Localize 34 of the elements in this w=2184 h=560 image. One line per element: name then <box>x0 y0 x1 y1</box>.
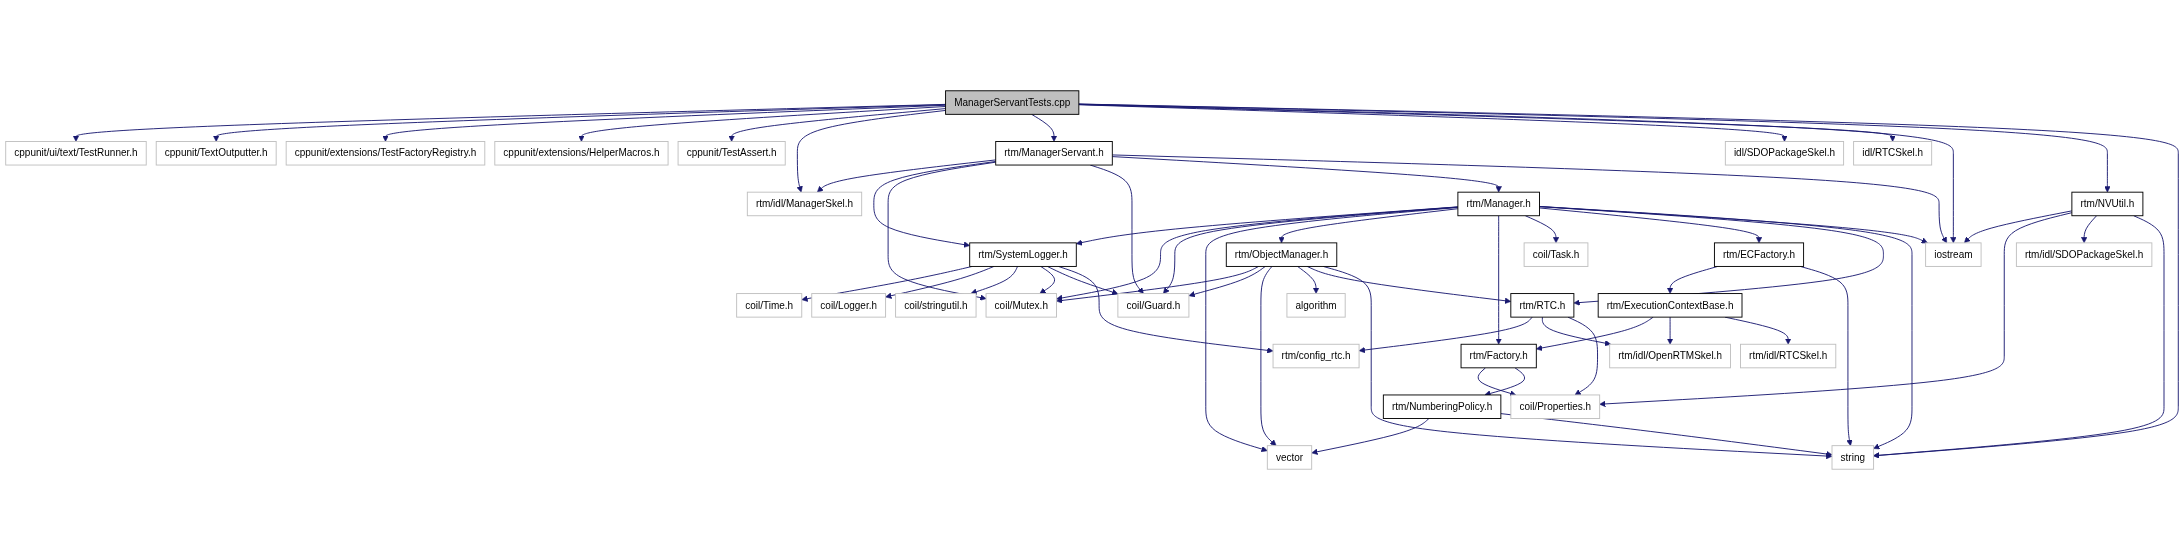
node-box: rtm/config_rtc.h <box>1272 343 1360 369</box>
node-box: iostream <box>1925 242 1982 267</box>
node-box: cppunit/extensions/TestFactoryRegistry.h <box>285 141 486 166</box>
node-box: coil/stringutil.h <box>895 293 977 318</box>
node-box: cppunit/ui/text/TestRunner.h <box>5 141 147 166</box>
node-box: rtm/Manager.h <box>1457 191 1540 217</box>
node-box: algorithm <box>1286 293 1346 318</box>
node-box: coil/Time.h <box>736 293 803 318</box>
node-box: ManagerServantTests.cpp <box>945 90 1080 115</box>
node-box: coil/Mutex.h <box>985 293 1057 318</box>
node-box: rtm/ObjectManager.h <box>1225 242 1338 267</box>
node-box: coil/Guard.h <box>1117 293 1190 318</box>
node-box: cppunit/TestAssert.h <box>677 141 786 166</box>
node-box: rtm/ManagerServant.h <box>995 141 1113 166</box>
node-box: rtm/Factory.h <box>1460 343 1537 369</box>
node-box: rtm/NumberingPolicy.h <box>1382 394 1502 419</box>
node-box: rtm/NVUtil.h <box>2071 191 2144 217</box>
node-box: rtm/idl/ManagerSkel.h <box>746 191 863 217</box>
node-box: rtm/idl/RTCSkel.h <box>1740 343 1837 369</box>
node-box: vector <box>1266 445 1313 470</box>
node-box: rtm/idl/OpenRTMSkel.h <box>1609 343 1731 369</box>
node-box: coil/Logger.h <box>811 293 887 318</box>
node-box: string <box>1831 445 1875 470</box>
node-box: idl/SDOPackageSkel.h <box>1724 141 1845 166</box>
node-box: rtm/SystemLogger.h <box>969 242 1077 267</box>
node-box: cppunit/extensions/HelperMacros.h <box>494 141 669 166</box>
node-box: idl/RTCSkel.h <box>1853 141 1933 166</box>
node-box: rtm/ExecutionContextBase.h <box>1597 293 1743 318</box>
node-box: cppunit/TextOutputter.h <box>155 141 277 166</box>
node-box: rtm/idl/SDOPackageSkel.h <box>2015 242 2153 267</box>
node-box: coil/Properties.h <box>1510 394 1601 419</box>
node-box: coil/Task.h <box>1523 242 1589 267</box>
node-box: rtm/ECFactory.h <box>1713 242 1805 267</box>
node-box: rtm/RTC.h <box>1510 293 1575 318</box>
